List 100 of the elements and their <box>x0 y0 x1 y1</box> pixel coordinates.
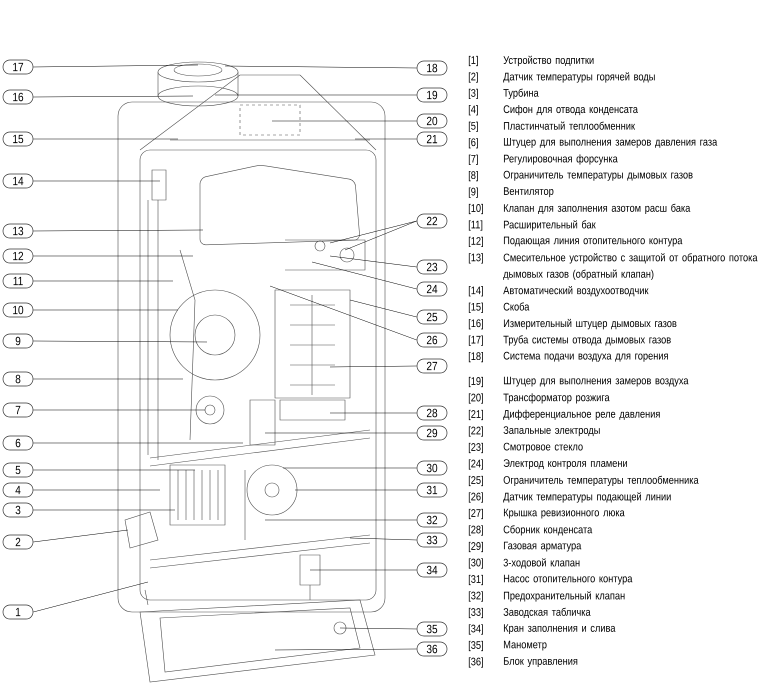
leader-line <box>264 432 417 434</box>
leader-line <box>33 582 148 612</box>
leader-line <box>330 256 417 268</box>
leader-line <box>33 96 194 98</box>
list-text: Кран заполнения и слива <box>504 624 616 634</box>
callout-number: 16 <box>2 90 34 104</box>
list-text: Расширительный бак <box>504 220 596 231</box>
list-number: [13] <box>468 253 483 264</box>
leader-line <box>33 378 184 380</box>
list-text: Заводская табличка <box>504 608 591 618</box>
list-text: Штуцер для выполнения замеров давления газа <box>504 138 718 148</box>
list-number: [21] <box>468 410 483 420</box>
list-text: Труба системы отвода дымовых газов <box>503 335 671 346</box>
list-text: Крышка ревизионного люка <box>504 508 625 519</box>
callout-number: 31 <box>416 482 448 498</box>
callout-number: 2 <box>2 534 34 550</box>
callout-number: 14 <box>2 174 34 188</box>
list-number: [20] <box>468 393 483 404</box>
callout-number: 17 <box>2 60 34 74</box>
callout-number: 10 <box>2 302 34 318</box>
callout-number: 35 <box>416 622 448 636</box>
callout-number: 13 <box>2 224 34 238</box>
list-number: [10] <box>468 204 483 214</box>
list-number: [11] <box>468 220 482 231</box>
list-number: [26] <box>468 492 483 503</box>
leader-line <box>33 530 128 542</box>
callout-number: 26 <box>416 332 448 348</box>
list-text: Дифференциальное реле давления <box>503 410 660 420</box>
list-text: Измерительный штуцер дымовых газов <box>504 318 676 330</box>
list-text: Газовая арматура <box>504 542 582 552</box>
list-text: Скоба <box>504 302 530 311</box>
list-text: Подающая линия отопительного контура <box>504 236 682 246</box>
list-number: [16] <box>468 319 483 330</box>
list-text: Трансформатор розжига <box>503 393 610 404</box>
callout-number: 27 <box>416 358 448 374</box>
callout-number: 12 <box>2 248 34 264</box>
callout-number: 20 <box>416 114 448 128</box>
list-number: [25] <box>468 476 483 486</box>
callout-number: 25 <box>416 310 448 324</box>
list-number: [28] <box>468 525 483 536</box>
list-number: [33] <box>468 608 483 618</box>
list-number: [18] <box>468 352 483 362</box>
list-text: Смотровое стекло <box>504 442 583 453</box>
list-number: [17] <box>468 335 483 346</box>
callout-number: 1 <box>2 604 34 620</box>
list-number: [3] <box>468 88 478 100</box>
callout-number: 30 <box>416 460 448 476</box>
list-text: 3-ходовой клапан <box>504 558 580 569</box>
list-number: [5] <box>468 122 478 132</box>
list-number: [24] <box>468 459 483 470</box>
leader-line <box>330 366 417 368</box>
leader-line <box>330 412 417 414</box>
callout-number: 4 <box>2 482 34 498</box>
list-text: Ограничитель температуры дымовых газов <box>504 170 693 181</box>
list-number: [31] <box>468 574 483 586</box>
leader-line <box>272 120 417 122</box>
list-number: [4] <box>468 105 478 116</box>
list-number: [32] <box>468 591 483 602</box>
leader-line <box>224 66 417 68</box>
callout-number: 23 <box>416 260 448 274</box>
list-text: Предохранительный клапан <box>504 591 624 602</box>
list-number: [34] <box>468 624 483 635</box>
callout-number: 33 <box>416 532 448 548</box>
leader-line <box>214 94 417 96</box>
list-number: [6] <box>468 138 478 148</box>
list-number: [30] <box>468 558 483 569</box>
list-text: Датчик температуры подающей линии <box>503 492 671 503</box>
list-number: [8] <box>468 170 478 182</box>
list-number: [7] <box>468 154 478 165</box>
leader-line <box>33 64 198 68</box>
list-number: [27] <box>468 508 483 520</box>
callout-number: 15 <box>2 132 34 146</box>
list-text: Датчик температуры горячей воды <box>503 72 655 83</box>
callout-number: 28 <box>416 406 448 420</box>
list-number: [14] <box>468 286 483 296</box>
list-text: Сборник конденсата <box>504 525 592 536</box>
callout-number: 8 <box>2 372 34 386</box>
list-text: Манометр <box>504 640 547 651</box>
callout-number: 36 <box>416 642 448 656</box>
list-number: [9] <box>468 187 478 198</box>
list-number: [19] <box>468 376 483 388</box>
callout-number: 22 <box>416 214 448 228</box>
list-number: [36] <box>468 657 483 668</box>
callout-number: 32 <box>416 512 448 528</box>
list-number: [35] <box>468 640 483 652</box>
callout-number: 29 <box>416 426 448 440</box>
list-text: Сифон для отвода конденсата <box>504 105 638 116</box>
leader-line <box>270 286 417 340</box>
leader-line <box>33 442 244 444</box>
list-text: Насос отопительного контура <box>504 574 632 585</box>
list-text: Система подачи воздуха для горения <box>504 352 668 362</box>
list-text: Устройство подпитки <box>503 56 594 66</box>
callout-number: 6 <box>2 436 34 450</box>
list-text: Клапан для заполнения азотом расш бака <box>504 204 690 214</box>
callout-number: 5 <box>2 462 34 478</box>
callout-number: 21 <box>416 132 448 146</box>
leader-line <box>350 538 417 540</box>
list-text: Автоматический воздухоотводчик <box>503 286 649 296</box>
list-text: Штуцер для выполнения замеров воздуха <box>504 376 689 387</box>
callout-number: 24 <box>416 282 448 296</box>
